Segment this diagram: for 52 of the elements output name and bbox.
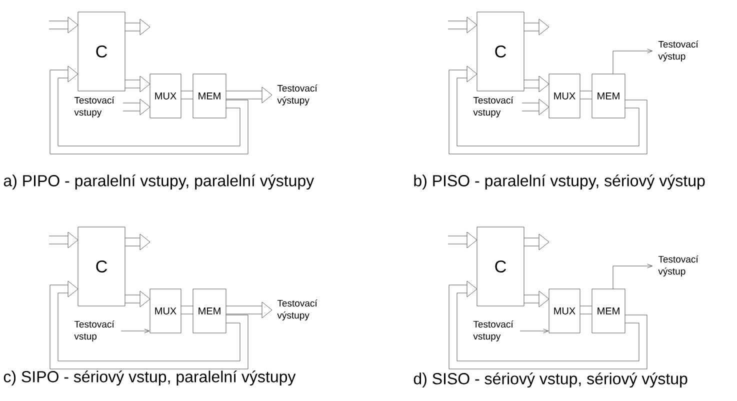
bus-arrow: [448, 280, 648, 370]
arrow: [612, 48, 653, 74]
bus-line: [180, 90, 194, 100]
block-box: C: [476, 12, 524, 92]
bus-arrow: [50, 66, 248, 154]
block-box: C: [78, 226, 126, 306]
bus-line: [580, 90, 592, 100]
bus-arrow: [524, 76, 550, 92]
bus-arrow: [226, 302, 272, 318]
arrow: [520, 328, 549, 334]
signal-label: Testovací vstup: [74, 320, 114, 342]
arrow: [612, 264, 653, 290]
signal-label: Testovací výstup: [658, 256, 698, 276]
bus-arrow: [124, 234, 150, 250]
bus-arrow: [50, 280, 248, 370]
signal-label: Testovací výstup: [658, 40, 698, 62]
caption: a) PIPO - paralelní vstupy, paralelní výstupy: [4, 174, 314, 190]
bus-arrow: [226, 86, 272, 104]
signal-label: Testovací vstupy: [473, 96, 514, 118]
bus-line: [180, 306, 194, 314]
bus-arrow: [524, 234, 550, 250]
block-box: MUX: [548, 74, 580, 118]
caption: d) SISO - sériový vstup, sériový výstup: [414, 372, 688, 388]
block-box: MUX: [150, 74, 182, 118]
block-box: MEM: [592, 288, 626, 334]
block-box: MUX: [150, 288, 182, 334]
bus-arrow: [48, 232, 78, 248]
block-box: C: [78, 12, 126, 92]
signal-label: Testovací výstupy: [277, 300, 318, 320]
bus-arrow: [448, 66, 648, 154]
arrow: [120, 328, 150, 334]
bus-arrow: [522, 98, 550, 116]
signal-label: Testovací vstupy: [74, 96, 114, 118]
bus-arrow: [48, 16, 78, 34]
block-box: MUX: [548, 288, 580, 334]
bus-arrow: [524, 290, 550, 308]
caption: c) SIPO - sériový vstup, paralelní výstupy: [4, 370, 296, 386]
bus-arrow: [124, 76, 150, 92]
bus-line: [580, 306, 592, 314]
block-box: MEM: [192, 74, 226, 118]
caption: b) PISO - paralelní vstupy, sériový výstup: [414, 174, 705, 190]
block-box: C: [476, 226, 524, 306]
signal-label: Testovací vstupy: [473, 320, 514, 342]
signal-label: Testovací výstupy: [277, 84, 318, 106]
block-box: MEM: [192, 288, 226, 334]
bus-arrow: [448, 232, 478, 248]
bus-arrow: [122, 98, 150, 116]
bus-arrow: [524, 18, 550, 36]
block-box: MEM: [592, 74, 626, 118]
bus-arrow: [448, 16, 478, 34]
bus-arrow: [124, 18, 150, 36]
bus-arrow: [124, 290, 150, 308]
